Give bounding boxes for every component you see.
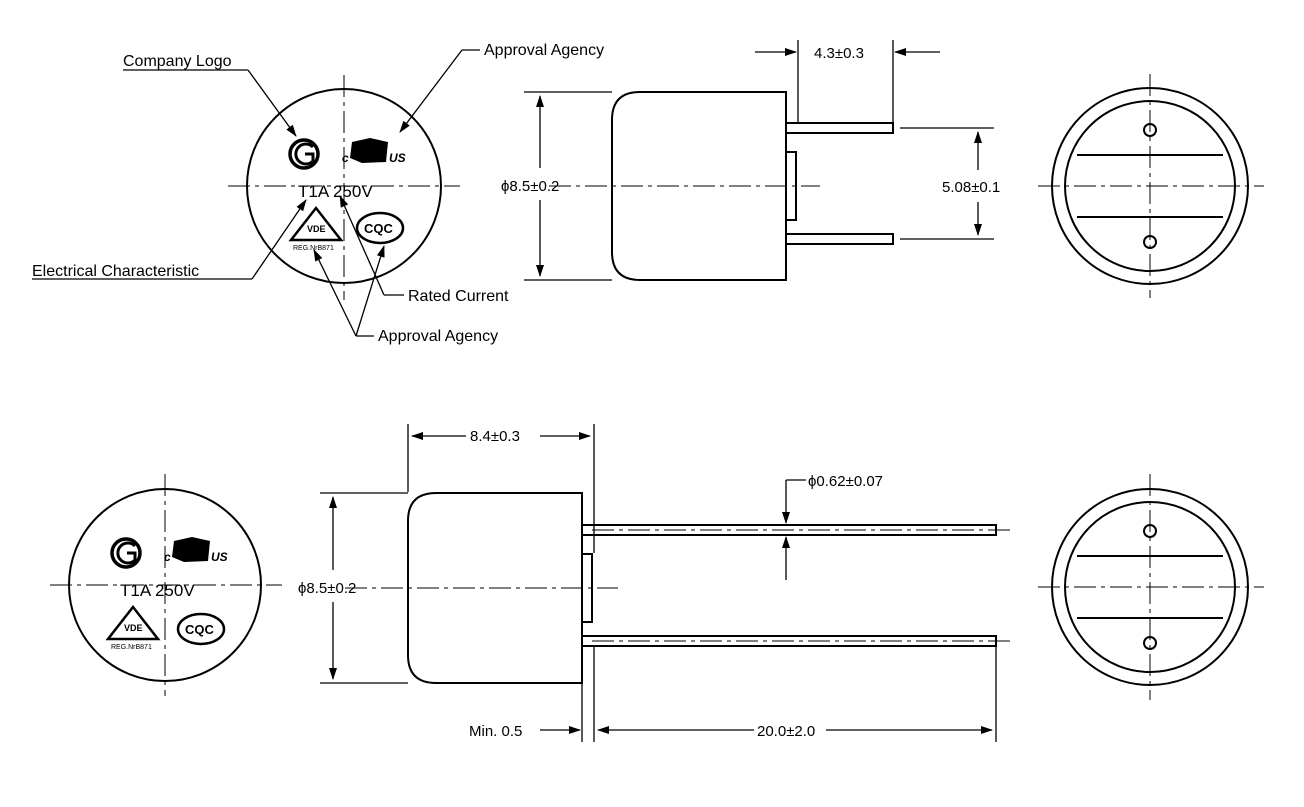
dim-body-length: 8.4±0.3	[470, 428, 520, 445]
callout-company-logo: Company Logo	[123, 53, 297, 137]
dim-lead-spacing: 5.08±0.1	[942, 179, 1000, 196]
vde-reg-top: REG.NrB871	[293, 245, 334, 252]
ul-mark-icon: c US	[342, 138, 406, 165]
dim-lead-length-bottom: 20.0±2.0	[757, 723, 815, 740]
vde-triangle-icon: VDE REG.NrB871	[105, 604, 161, 651]
dim-min-gap: Min. 0.5	[469, 723, 522, 740]
label-approval-agency-bottom: Approval Agency	[378, 328, 498, 345]
label-approval-agency-top: Approval Agency	[484, 42, 604, 59]
dim-lead-diameter: ϕ0.62±0.07	[808, 473, 883, 490]
label-electrical-characteristic: Electrical Characteristic	[32, 263, 199, 280]
rating-text-top: T1A 250V	[298, 182, 373, 201]
ul-us-label-bottom: US	[211, 550, 228, 564]
ul-mark-icon: c US	[164, 537, 228, 564]
cqc-label-top: CQC	[364, 221, 394, 236]
ul-us-label: US	[389, 151, 406, 165]
label-rated-current: Rated Current	[408, 288, 509, 305]
marking-face-bottom: c US T1A 250V VDE REG.NrB871 CQC	[50, 474, 282, 696]
vde-reg-bottom: REG.NrB871	[111, 644, 152, 651]
callout-rated-current: Rated Current	[339, 195, 509, 305]
callout-approval-agency-bottom: Approval Agency	[313, 245, 498, 345]
side-view-bottom: ϕ8.5±0.2 8.4±0.3 ϕ0.62±0.07 Min. 0.5 20.…	[298, 424, 1010, 742]
end-view-top	[1038, 74, 1264, 298]
end-view-bottom	[1038, 474, 1264, 700]
side-view-top: ϕ8.5±0.2 4.3±0.3 5.08±0.1	[501, 40, 1000, 281]
cqc-oval-icon: CQC	[176, 612, 226, 646]
ul-c-label: c	[342, 151, 349, 165]
dim-body-diameter-top: ϕ8.5±0.2	[501, 178, 559, 195]
label-company-logo: Company Logo	[123, 53, 232, 70]
g-logo-icon	[288, 138, 320, 170]
g-logo-icon	[110, 537, 142, 569]
vde-letters-bottom: VDE	[124, 623, 143, 633]
cqc-label-bottom: CQC	[185, 622, 215, 637]
vde-triangle-icon: VDE REG.NrB871	[288, 205, 344, 252]
cqc-oval-icon: CQC	[355, 211, 405, 245]
dim-body-diameter-bottom: ϕ8.5±0.2	[298, 580, 356, 597]
rating-text-bottom: T1A 250V	[120, 581, 195, 600]
marking-face-top: c US T1A 250V VDE REG.NrB871 CQC Company…	[32, 42, 604, 345]
ul-c-label-bottom: c	[164, 550, 171, 564]
vde-letters-top: VDE	[307, 224, 326, 234]
callout-approval-agency-top: Approval Agency	[399, 42, 604, 133]
dim-lead-length-top: 4.3±0.3	[814, 45, 864, 62]
callout-electrical-characteristic: Electrical Characteristic	[32, 199, 307, 280]
